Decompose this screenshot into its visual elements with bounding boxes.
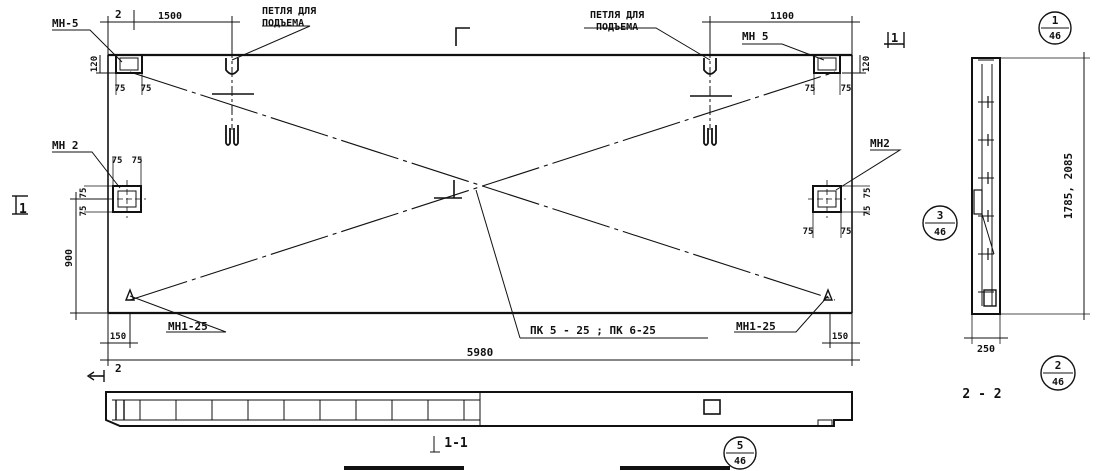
dim-150-left: 150: [110, 332, 126, 342]
mn1-left-label: МН1-25: [168, 320, 208, 333]
mn2-left-label: МН 2: [52, 139, 79, 152]
dim-150-right: 150: [832, 332, 848, 342]
leader-lines: [52, 25, 902, 339]
section-2-bottom-label: 2: [115, 362, 122, 375]
mn5-left-part: [115, 54, 143, 74]
bottom-section-1-1: [105, 391, 853, 453]
dim-120-left: 120: [90, 56, 100, 72]
loop-right-label-1: ПЕТЛЯ ДЛЯ: [590, 10, 644, 21]
ref-2-number: 2: [1055, 359, 1062, 372]
dim-75-d: 75: [841, 84, 852, 94]
mn5-right-label: МН 5: [742, 30, 769, 43]
mn2-right-part: [808, 180, 846, 218]
dim-250: 250: [977, 344, 995, 355]
mn2-right-label: МН2: [870, 137, 890, 150]
dim-overall-length: 5980: [467, 346, 494, 359]
dim-75-h: 75: [79, 206, 89, 217]
section-mark-2-arrow: [86, 370, 105, 382]
ref-3-sheet: 46: [934, 227, 946, 238]
lifting-loop-left: [212, 48, 254, 146]
dim-75-j: 75: [841, 227, 852, 237]
loop-right-label-2: ПОДЪЕМА: [596, 22, 638, 33]
ref-1-sheet: 46: [1049, 31, 1061, 42]
dim-75-c: 75: [805, 84, 816, 94]
dim-75-l: 75: [863, 206, 873, 217]
ref-bubble-3: 3 46: [922, 205, 958, 241]
ref-5-number: 5: [737, 439, 744, 452]
center-mark: [434, 180, 462, 199]
mn5-left-label: МН-5: [52, 17, 79, 30]
dim-75-b: 75: [141, 84, 152, 94]
dim-left-height: 900: [64, 249, 75, 267]
diagonal-lines: [129, 71, 836, 301]
pk-label: ПК 5 - 25 ; ПК 6-25: [530, 324, 656, 337]
section-mark-left: [12, 195, 28, 215]
section-1-left-label: 1: [19, 202, 27, 217]
ref-bubble-2: 2 46: [1040, 355, 1076, 391]
mn1-right-part: [822, 288, 834, 301]
dim-top-right: 1100: [770, 11, 794, 22]
dim-side-height: 1785, 2085: [1062, 153, 1075, 219]
mn5-right-part: [813, 54, 841, 74]
section-1-1-caption: 1-1: [444, 436, 468, 451]
mn2-left-part: [108, 180, 146, 218]
mn1-right-label: МН1-25: [736, 320, 776, 333]
dim-120-right: 120: [862, 56, 872, 72]
side-section-2-2: [964, 52, 1090, 344]
dim-top-left: 1500: [158, 11, 182, 22]
section-1-right-label: 1: [891, 31, 898, 45]
ref-1-number: 1: [1052, 14, 1059, 27]
lifting-loop-right: [690, 48, 732, 146]
loop-left-label-2: ПОДЪЕМА: [262, 18, 304, 29]
loop-left-label-1: ПЕТЛЯ ДЛЯ: [262, 6, 316, 17]
dim-75-a: 75: [115, 84, 126, 94]
section-2-2-caption: 2 - 2: [962, 387, 1001, 402]
ref-3-number: 3: [937, 209, 944, 222]
ref-bubble-1: 1 46: [1038, 11, 1072, 45]
ref-bubble-5: 5 46: [723, 436, 757, 470]
mn1-left-part: [124, 288, 136, 301]
dimension-lines: [70, 10, 870, 366]
ref-5-sheet: 46: [734, 456, 746, 467]
dim-75-e: 75: [112, 156, 123, 166]
ref-2-sheet: 46: [1052, 377, 1064, 388]
section-2-top-label: 2: [115, 8, 122, 21]
section-mark-top: [455, 27, 905, 48]
dim-75-k: 75: [863, 188, 873, 199]
dim-75-g: 75: [79, 188, 89, 199]
dim-75-i: 75: [803, 227, 814, 237]
dim-75-f: 75: [132, 156, 143, 166]
